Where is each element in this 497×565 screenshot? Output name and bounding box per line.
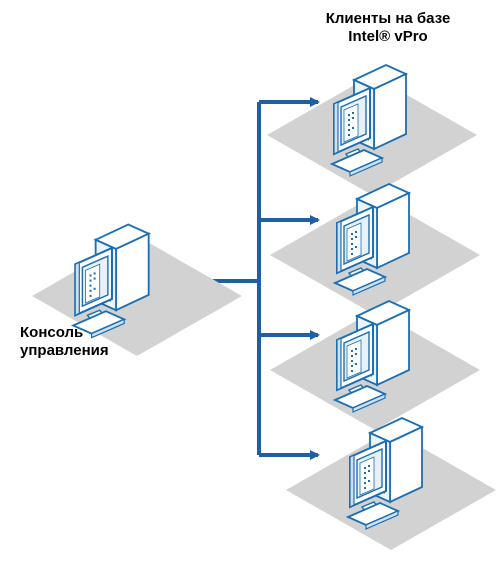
clients-title-line-2: Intel® vPro [348,28,428,45]
client-node-4 [286,417,496,550]
clients-title-line-1: Клиенты на базе [325,10,451,27]
client-node-2 [270,183,480,315]
client-node-3 [270,300,480,430]
console-label-line-2: управления [20,342,109,359]
console-label: Консоль управления [20,324,160,360]
client-node-1 [267,64,477,195]
console-label-line-1: Консоль [20,324,84,341]
clients-title: Клиенты на базе Intel® vPro [288,10,488,46]
connection-lines [188,97,320,460]
